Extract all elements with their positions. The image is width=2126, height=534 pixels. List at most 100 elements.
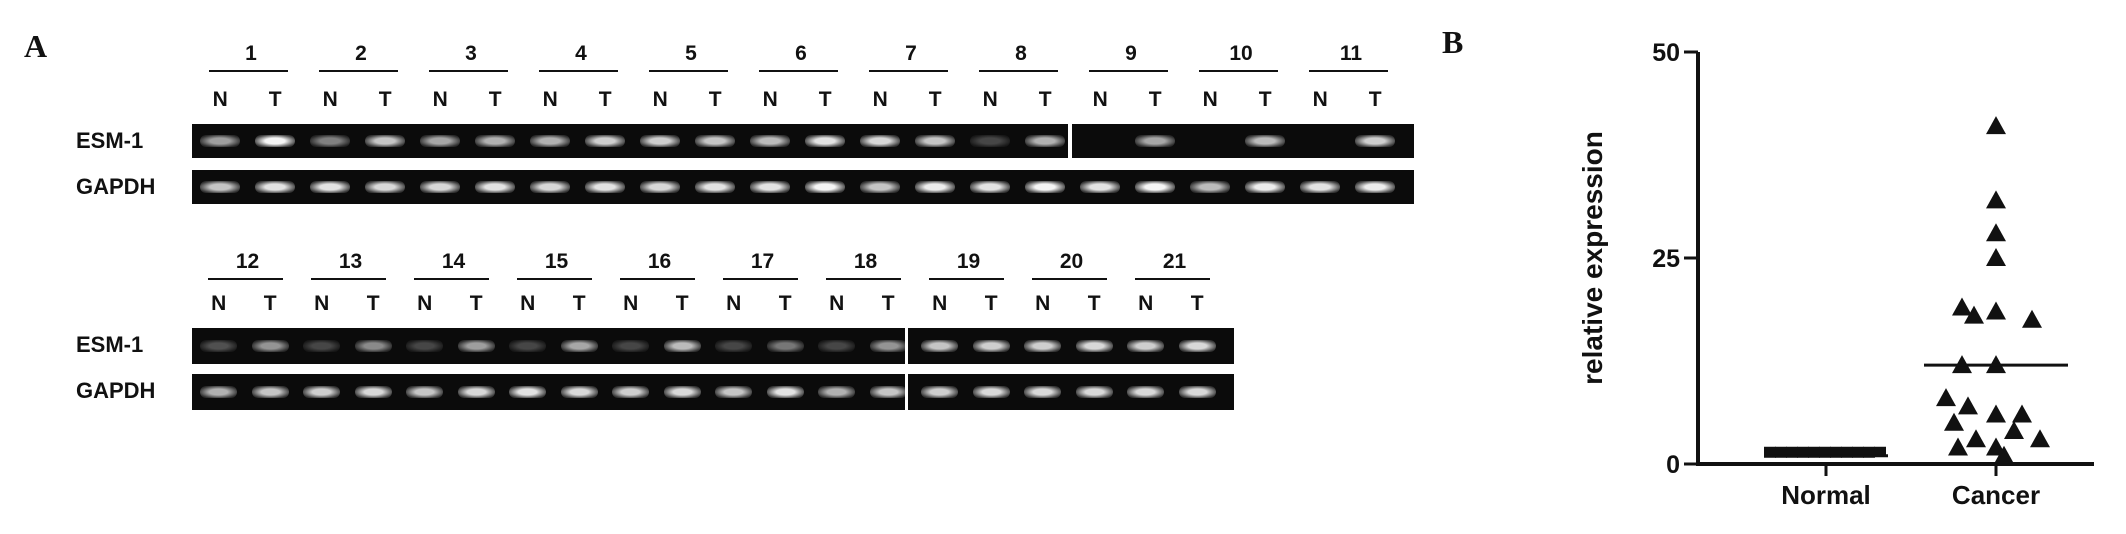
top-gapdh-band-n [1080, 181, 1120, 193]
top-gapdh-band-t [365, 181, 405, 193]
bottom-lane-n-label: N [417, 292, 433, 315]
bottom-lane-underline [929, 278, 1004, 280]
bottom-esm1-band-n [509, 340, 547, 352]
top-lane-t-label: T [1038, 88, 1052, 111]
data-point-normal [1819, 449, 1831, 458]
data-point-normal [1764, 449, 1776, 458]
top-lane-n-label: N [872, 88, 888, 111]
data-point-cancer [2030, 429, 2050, 448]
top-lane-t-label: T [1258, 88, 1272, 111]
top-lane-underline [429, 70, 509, 72]
data-point-normal [1830, 449, 1842, 458]
bottom-lane-t-label: T [881, 292, 895, 315]
data-point-cancer [1966, 429, 1986, 448]
top-lane-t-label: T [1148, 88, 1162, 111]
top-gapdh-band-n [640, 181, 680, 193]
data-point-cancer [1986, 248, 2006, 266]
data-point-normal [1852, 449, 1864, 458]
top-gapdh-band-n [310, 181, 350, 193]
bottom-lane-t-label: T [263, 292, 277, 315]
x-tick-label: Normal [1781, 480, 1871, 510]
top-lane-underline [209, 70, 289, 72]
top-gapdh-band-n [970, 181, 1010, 193]
top-esm1-band-t [1245, 135, 1285, 147]
top-lane-t-label: T [928, 88, 942, 111]
bottom-gapdh-band-n [200, 386, 238, 398]
top-esm1-band-n [310, 135, 350, 147]
bottom-lane-n-label: N [726, 292, 742, 315]
top-esm1-band-n [970, 135, 1010, 147]
bottom-lane-number: 14 [441, 250, 466, 273]
bottom-gapdh-band-n [818, 386, 856, 398]
top-lane-number: 3 [465, 42, 477, 65]
data-point-normal [1863, 449, 1875, 458]
top-lane-t-label: T [708, 88, 722, 111]
bottom-lane-t-label: T [1190, 292, 1204, 315]
y-tick-label: 50 [1652, 39, 1680, 67]
bottom-gapdh-band-t [457, 386, 495, 398]
data-point-cancer [1986, 301, 2006, 320]
y-axis-label: relative expression [1577, 131, 1608, 385]
bottom-lane-n-label: N [211, 292, 227, 315]
top-lane-underline [1089, 70, 1169, 72]
bottom-lane-t-label: T [469, 292, 483, 315]
bottom-gapdh-label: GAPDH [76, 378, 156, 403]
bottom-gapdh-band-t [354, 386, 392, 398]
bottom-lane-t-label: T [675, 292, 689, 315]
top-lane-n-label: N [542, 88, 558, 111]
data-point-normal [1775, 449, 1787, 458]
top-lane-number: 6 [795, 42, 807, 65]
data-point-cancer [2004, 421, 2024, 440]
bottom-gapdh-band-n [921, 386, 959, 398]
data-point-cancer [1986, 404, 2006, 423]
top-esm1-band-t [365, 135, 405, 147]
bottom-lane-underline [1032, 278, 1107, 280]
bottom-lane-underline [208, 278, 283, 280]
panel-a-letter: A [24, 28, 48, 64]
data-point-cancer [2012, 404, 2032, 423]
bottom-gapdh-band-n [406, 386, 444, 398]
bottom-lane-underline [517, 278, 592, 280]
bottom-lane-number: 15 [544, 250, 569, 273]
top-gapdh-band-n [860, 181, 900, 193]
bottom-lane-t-label: T [366, 292, 380, 315]
top-gapdh-label: GAPDH [76, 174, 156, 199]
top-lane-number: 8 [1015, 42, 1027, 65]
bottom-esm1-band-t [251, 340, 289, 352]
top-gapdh-band-t [585, 181, 625, 193]
bottom-gapdh-band-n [715, 386, 753, 398]
data-point-normal [1786, 449, 1798, 458]
bottom-esm1-band-t [766, 340, 804, 352]
bottom-lane-underline [620, 278, 695, 280]
bottom-gapdh-band-t [560, 386, 598, 398]
bottom-lane-n-label: N [829, 292, 845, 315]
data-point-normal [1841, 449, 1853, 458]
data-point-normal [1874, 446, 1886, 455]
top-lane-t-label: T [818, 88, 832, 111]
bottom-lane-n-label: N [520, 292, 536, 315]
bottom-esm1-band-t [1178, 340, 1216, 352]
top-lane-underline [869, 70, 949, 72]
top-gapdh-band-t [475, 181, 515, 193]
top-lane-number: 2 [355, 42, 367, 65]
data-point-cancer [1944, 412, 1964, 431]
bottom-gapdh-band-n [303, 386, 341, 398]
data-point-normal [1797, 449, 1809, 458]
bottom-lane-t-label: T [1087, 292, 1101, 315]
bottom-esm1-band-n [1127, 340, 1165, 352]
top-gapdh-band-n [1300, 181, 1340, 193]
bottom-lane-underline [311, 278, 386, 280]
x-tick-label: Cancer [1952, 480, 2040, 510]
top-lane-t-label: T [268, 88, 282, 111]
top-esm1-band-t [255, 135, 295, 147]
data-point-cancer [1964, 305, 1984, 324]
top-esm1-band-t [915, 135, 955, 147]
top-lane-number: 7 [905, 42, 917, 65]
top-gapdh-band-n [750, 181, 790, 193]
bottom-esm1-band-n [303, 340, 341, 352]
bottom-lane-number: 17 [750, 250, 775, 273]
top-lane-t-label: T [598, 88, 612, 111]
bottom-esm1-band-n [200, 340, 238, 352]
top-esm1-band-n [860, 135, 900, 147]
bottom-esm1-band-n [818, 340, 856, 352]
